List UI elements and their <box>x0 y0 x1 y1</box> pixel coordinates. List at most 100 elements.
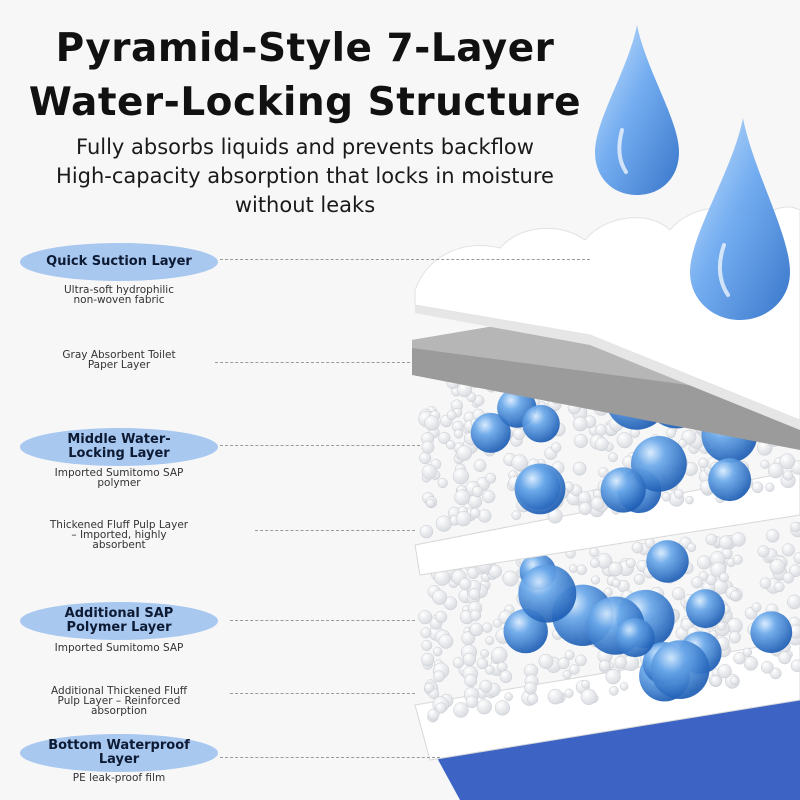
fluff-ball <box>468 494 483 509</box>
fluff-ball <box>580 688 597 705</box>
sap-bead <box>646 540 689 583</box>
fluff-ball <box>421 639 433 651</box>
fluff-ball <box>572 461 587 476</box>
leader-line <box>230 693 415 694</box>
fluff-ball <box>790 521 800 533</box>
fluff-ball <box>421 464 437 480</box>
fluff-ball <box>473 459 487 472</box>
fluff-ball <box>569 664 580 675</box>
fluff-ball <box>765 482 775 492</box>
fluff-ball <box>551 442 562 453</box>
fluff-ball <box>564 688 574 698</box>
fluff-ball <box>678 438 687 448</box>
fluff-ball <box>433 670 445 683</box>
fluff-ball <box>572 416 588 432</box>
fluff-ball <box>476 657 489 670</box>
layer-pill-quick-suction: Quick Suction Layer <box>20 243 218 281</box>
fluff-ball <box>437 477 448 489</box>
fluff-ball <box>710 675 722 687</box>
fluff-ball <box>608 452 618 463</box>
fluff-ball <box>608 561 623 577</box>
fluff-ball <box>760 459 770 469</box>
fluff-ball <box>782 470 794 481</box>
sap-bead <box>750 611 793 654</box>
fluff-ball <box>573 433 588 448</box>
fluff-ball <box>455 510 472 527</box>
fluff-ball <box>619 682 629 691</box>
fluff-ball <box>504 692 513 701</box>
fluff-ball <box>719 572 729 583</box>
leader-line <box>215 362 410 363</box>
fluff-ball <box>424 682 435 693</box>
fluff-ball <box>609 686 619 696</box>
fluff-ball <box>685 495 694 505</box>
fluff-ball <box>611 578 621 588</box>
fluff-ball <box>716 621 727 631</box>
fluff-ball <box>718 535 733 550</box>
fluff-ball <box>511 510 522 521</box>
fluff-ball <box>578 502 592 516</box>
fluff-ball <box>488 564 503 579</box>
lower-fluff-cluster <box>418 521 800 723</box>
sap-bead <box>650 640 710 699</box>
fluff-ball <box>445 440 456 450</box>
fluff-ball <box>454 489 471 506</box>
leader-line <box>220 259 590 260</box>
fluff-ball <box>779 453 796 470</box>
fluff-ball <box>419 524 434 539</box>
fluff-ball <box>729 676 739 685</box>
fluff-ball <box>432 589 448 605</box>
layer-desc-middle-water-locking: Imported Sumitomo SAP polymer <box>54 467 184 489</box>
fluff-ball <box>594 437 609 452</box>
fluff-ball <box>698 457 709 469</box>
fluff-ball <box>453 429 464 439</box>
fluff-ball <box>568 564 578 573</box>
fluff-ball <box>502 570 519 587</box>
subtitle-line-1: Fully absorbs liquids and prevents backf… <box>76 135 534 159</box>
fluff-ball <box>562 670 572 679</box>
fluff-ball <box>614 656 627 669</box>
fluff-ball <box>469 507 481 519</box>
fluff-ball <box>595 424 607 436</box>
fluff-ball <box>686 542 697 553</box>
fluff-ball <box>480 649 490 658</box>
fluff-ball <box>557 657 570 670</box>
fluff-ball <box>482 490 496 504</box>
sap-bead <box>518 564 577 623</box>
layer-desc-fluff-pulp: Thickened Fluff Pulp Layer – Imported, h… <box>49 519 189 551</box>
fluff-ball <box>418 610 433 625</box>
subtitle-line-2: High-capacity absorption that locks in m… <box>56 164 554 188</box>
fluff-ball <box>717 664 732 679</box>
fluff-ball <box>479 679 493 693</box>
fluff-ball <box>512 427 526 441</box>
fluff-ball <box>459 577 472 591</box>
fluff-ball <box>790 659 800 672</box>
fluff-ball <box>767 462 784 479</box>
fluff-ball <box>420 652 435 667</box>
fluff-ball <box>499 670 513 684</box>
fluff-ball <box>485 636 495 646</box>
fluff-ball <box>633 573 645 585</box>
sap-bead <box>470 412 511 453</box>
fluff-ball <box>435 702 447 714</box>
fluff-ball <box>589 547 600 558</box>
fluff-ball <box>527 693 539 705</box>
fluff-ball <box>760 660 774 674</box>
leader-line <box>220 445 420 446</box>
fluff-ball <box>728 631 742 644</box>
fluff-ball <box>476 699 492 715</box>
fluff-ball <box>671 587 685 601</box>
fluff-ball <box>759 577 772 589</box>
fluff-ball <box>774 581 785 593</box>
fluff-ball <box>590 575 601 585</box>
fluff-ball <box>426 498 436 508</box>
fluff-ball <box>446 410 457 420</box>
fluff-ball <box>673 488 684 499</box>
fluff-ball <box>538 653 554 669</box>
fluff-ball <box>575 654 587 667</box>
fluff-ball <box>732 554 743 565</box>
fluff-ball <box>751 602 762 613</box>
